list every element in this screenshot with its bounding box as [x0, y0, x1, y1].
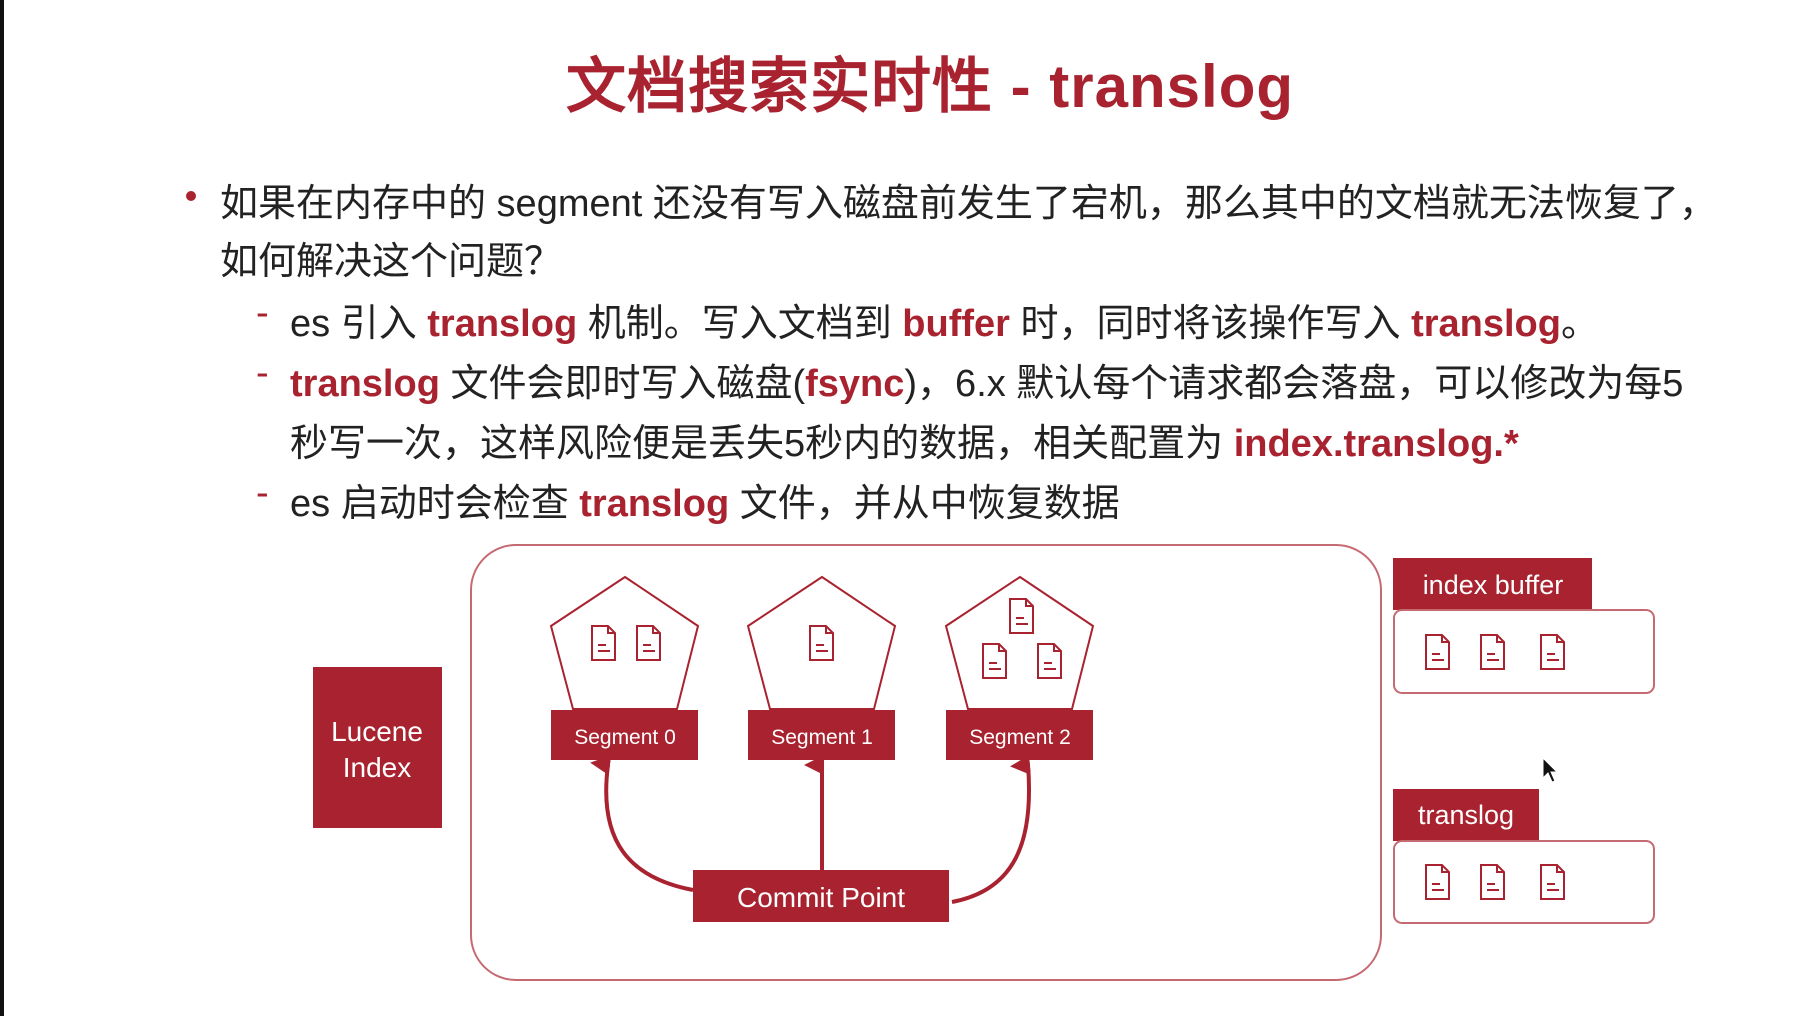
translog-tab — [1393, 789, 1539, 841]
dash-2: - — [256, 352, 269, 394]
sub3-text-1: es 启动时会检查 — [290, 483, 580, 525]
document-icon — [1425, 864, 1450, 900]
translog-box — [1393, 840, 1655, 924]
sub3-text-2: 文件，并从中恢复数据 — [729, 483, 1120, 525]
commit-point-label: Commit Point — [737, 882, 905, 913]
sub1-hl-3: translog — [1411, 303, 1561, 345]
lucene-index-box — [313, 667, 442, 828]
document-icon — [1480, 634, 1505, 670]
sub1-text-4: 。 — [1560, 303, 1599, 345]
document-icon — [982, 643, 1007, 679]
arrow-to-segment-0 — [590, 755, 694, 892]
sub2-text-2: )，6.x 默认每个请求都会落盘，可以修改为每5 — [904, 363, 1684, 405]
segment-0-label-box — [551, 710, 698, 760]
sub-bullet-1: es 引入 translog 机制。写入文档到 buffer 时，同时将该操作写… — [290, 292, 1599, 347]
bullet-line-2: 如何解决这个问题？ — [220, 241, 563, 283]
sub1-hl-2: buffer — [902, 303, 1010, 345]
segment-0-shape — [549, 575, 700, 710]
lucene-label-2: Index — [343, 752, 412, 783]
sub3-hl-1: translog — [579, 483, 730, 525]
sub2-text-1: 文件会即时写入磁盘( — [439, 363, 806, 405]
segment-2-label-box — [946, 710, 1093, 760]
commit-point-box — [693, 870, 949, 922]
cursor-icon — [1542, 756, 1559, 783]
segment-0-label: Segment 0 — [574, 726, 676, 749]
document-icon — [1009, 598, 1034, 634]
bullet-dot — [186, 191, 196, 201]
document-icon — [1480, 864, 1505, 900]
segment-2-label: Segment 2 — [969, 726, 1071, 749]
sub2-text-3: 秒写一次，这样风险便是丢失5秒内的数据，相关配置为 — [290, 423, 1234, 465]
sub-bullet-2-line-2: 秒写一次，这样风险便是丢失5秒内的数据，相关配置为 index.translog… — [290, 412, 1519, 467]
lucene-label-1: Lucene — [331, 716, 423, 747]
document-icon — [1037, 643, 1062, 679]
document-icon — [591, 625, 616, 661]
dash-1: - — [256, 292, 269, 334]
index-buffer-box — [1393, 609, 1655, 694]
document-icon — [1540, 634, 1565, 670]
sub1-hl-1: translog — [427, 303, 578, 345]
arrow-to-segment-2 — [951, 754, 1031, 904]
sub-bullet-3: es 启动时会检查 translog 文件，并从中恢复数据 — [290, 472, 1120, 527]
slide-title: 文档搜索实时性 - translog — [565, 53, 1294, 120]
sub1-text-2: 机制。写入文档到 — [577, 303, 903, 345]
frame-edge — [0, 0, 4, 1016]
index-buffer-label: index buffer — [1423, 570, 1564, 600]
document-icon — [1540, 864, 1565, 900]
sub1-text-1: es 引入 — [290, 303, 428, 345]
translog-label: translog — [1418, 800, 1514, 830]
sub2-hl-3: index.translog.* — [1233, 423, 1519, 465]
bullet-line-1: 如果在内存中的 segment 还没有写入磁盘前发生了宕机，那么其中的文档就无法… — [220, 183, 1717, 225]
dash-3: - — [256, 472, 269, 514]
index-buffer-tab — [1393, 558, 1592, 610]
sub2-hl-2: fsync — [805, 363, 905, 405]
sub2-hl-1: translog — [290, 363, 440, 405]
segment-1-label: Segment 1 — [771, 726, 873, 749]
sub-bullet-2-line-1: translog 文件会即时写入磁盘(fsync)，6.x 默认每个请求都会落盘… — [290, 352, 1683, 407]
sub1-text-3: 时，同时将该操作写入 — [1009, 303, 1412, 345]
document-icon — [809, 625, 834, 661]
segment-1-label-box — [748, 710, 895, 760]
document-icon — [636, 625, 661, 661]
document-icon — [1425, 634, 1450, 670]
